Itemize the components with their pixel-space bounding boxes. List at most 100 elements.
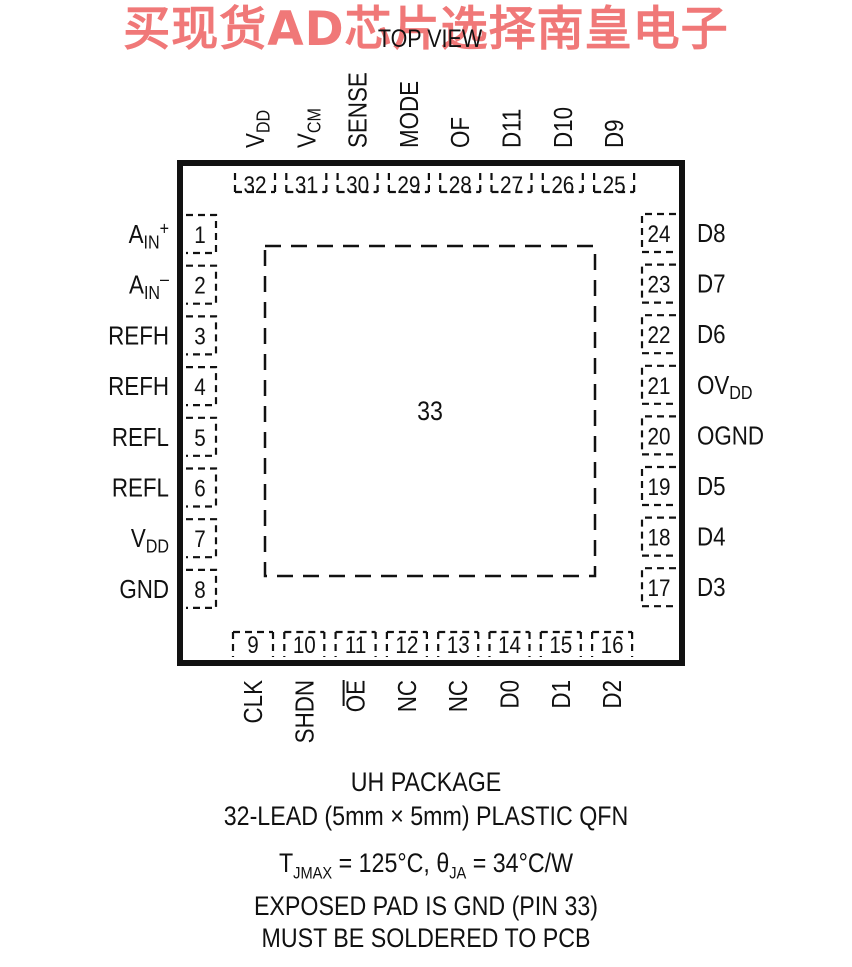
pin-24: 24 D8 <box>640 212 726 254</box>
pin-17: 17 D3 <box>640 567 726 608</box>
pin-pad <box>186 518 218 559</box>
pin-32: 32 VDD <box>233 110 277 199</box>
pin-31: 31 VCM <box>285 108 328 199</box>
pin-pad <box>387 169 430 194</box>
pin-pad <box>640 516 676 557</box>
pin-name: OE <box>342 680 371 712</box>
pin-pad <box>593 169 636 194</box>
pin-number: 22 <box>648 322 671 349</box>
pin-name: VDD <box>131 525 169 557</box>
pin-pad <box>539 630 582 657</box>
pin-number: 17 <box>648 575 671 602</box>
pin-number: 31 <box>295 172 318 199</box>
pin-name: SHDN <box>291 680 320 743</box>
pin-name: VCM <box>293 108 325 148</box>
exposed-pad-outline <box>263 244 597 578</box>
pin-5: 5 REFL <box>112 416 218 457</box>
pin-pad <box>186 315 218 356</box>
pin-name: VDD <box>241 110 273 148</box>
pin-name: OGND <box>697 422 764 451</box>
pin-number: 13 <box>447 632 470 659</box>
pin-number: 9 <box>247 632 258 659</box>
pin-pad <box>231 630 275 657</box>
pin-pad <box>640 314 676 355</box>
pin-pad <box>439 169 482 194</box>
pin-pad <box>640 415 676 456</box>
pin-23: 23 D7 <box>640 263 726 304</box>
pin-pad <box>640 263 676 304</box>
pin-pad <box>186 467 218 508</box>
pin-name: D8 <box>697 219 726 248</box>
pin-number: 18 <box>648 524 671 551</box>
pin-pad <box>640 364 676 405</box>
pin-name: D2 <box>599 680 628 709</box>
package-outline <box>177 160 685 666</box>
pin-number: 3 <box>194 323 205 350</box>
pin-number: 2 <box>194 272 205 299</box>
footer-note-exposed-pad: EXPOSED PAD IS GND (PIN 33) <box>253 891 599 921</box>
pin-27: 27 D11 <box>490 109 533 199</box>
pin-number: 15 <box>549 632 572 659</box>
pin-29: 29 MODE <box>387 81 430 199</box>
footer-lead: 32-LEAD (5mm × 5mm) PLASTIC QFN <box>223 801 629 831</box>
pin-name: REFH <box>108 322 169 351</box>
pin-number: 27 <box>500 172 523 199</box>
footer-thermal: TJMAX = 125°C, θJA = 34°C/W <box>278 848 574 883</box>
pin-pad <box>490 169 533 194</box>
pin-number: 1 <box>194 222 205 249</box>
top-view-label: TOP VIEW <box>377 25 483 53</box>
watermark-text: 买现货AD芯片选择南皇电子 <box>123 2 729 57</box>
pin-26: 26 D10 <box>541 107 584 199</box>
pin-number: 7 <box>194 526 205 553</box>
pin-number: 29 <box>397 172 420 199</box>
pin-name: OF <box>447 117 476 148</box>
pin-number: 23 <box>648 271 671 298</box>
pin-number: 8 <box>194 576 205 603</box>
pin-7: 7 VDD <box>131 518 218 559</box>
pin-name: MODE <box>395 81 424 148</box>
pin-8: 8 GND <box>119 568 218 609</box>
pin-pad <box>334 630 377 657</box>
pin-number: 4 <box>194 374 205 401</box>
pin-name: REFL <box>112 423 169 452</box>
pin-number: 5 <box>194 424 205 451</box>
pin-name: D11 <box>498 109 527 148</box>
pin-name: GND <box>119 575 169 604</box>
pin-number: 28 <box>449 172 472 199</box>
pin-name: D3 <box>697 574 726 603</box>
pin-name: D10 <box>549 107 578 148</box>
pin-pad <box>591 630 634 657</box>
pin-number: 21 <box>648 372 671 399</box>
pin-name: CLK <box>239 680 268 723</box>
pin-name: D0 <box>496 680 525 709</box>
pin-number: 24 <box>648 221 671 248</box>
footer-package: UH PACKAGE <box>350 767 502 797</box>
pin-number: 6 <box>194 475 205 502</box>
pin-number: 32 <box>244 172 267 199</box>
pin-number: 25 <box>603 172 626 199</box>
pin-pad <box>233 169 277 194</box>
pin-number: 12 <box>395 632 418 659</box>
pin-number: 30 <box>346 172 369 199</box>
pin-pad <box>186 568 218 609</box>
pin-number: 26 <box>551 172 574 199</box>
pin-name: D7 <box>697 270 726 299</box>
footer-note-solder: MUST BE SOLDERED TO PCB <box>261 923 591 953</box>
